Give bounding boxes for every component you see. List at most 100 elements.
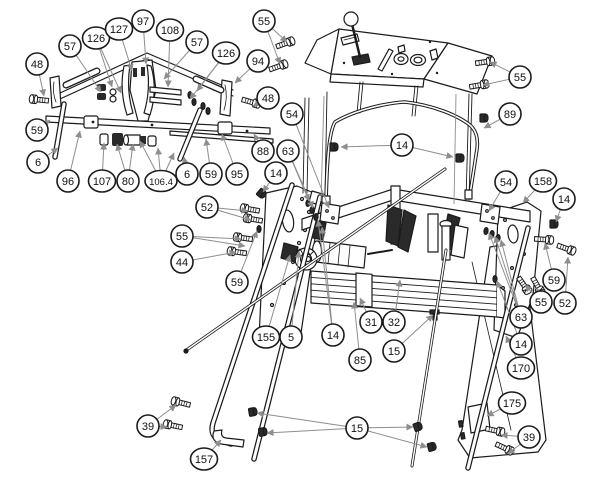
balloon-number: 97	[137, 16, 149, 28]
balloon-circle	[553, 291, 577, 315]
balloon-number: 52	[559, 298, 571, 310]
balloon-circle	[506, 356, 536, 380]
callout-balloon-59: 59	[25, 118, 49, 142]
balloon-circle	[87, 169, 117, 193]
callout-balloon-52: 52	[195, 195, 219, 219]
callout-balloon-14: 14	[509, 332, 533, 356]
leader-line-15	[256, 410, 358, 429]
callout-balloon-107: 107	[87, 169, 117, 193]
callout-balloon-55: 55	[170, 224, 194, 248]
callout-balloon-48: 48	[256, 86, 280, 110]
balloon-circle	[225, 270, 249, 294]
callout-balloon-44: 44	[170, 250, 194, 274]
leader-line-14	[315, 219, 334, 336]
callout-balloon-15: 15	[382, 339, 406, 363]
balloon-circle	[508, 65, 532, 89]
balloon-number: 5	[288, 332, 294, 344]
balloon-number: 44	[176, 257, 188, 269]
balloon-circle	[382, 310, 406, 334]
balloon-number: 107	[93, 176, 111, 188]
balloon-circle	[279, 325, 303, 349]
leader-line-54	[291, 113, 330, 209]
callout-balloon-55: 55	[252, 9, 276, 33]
callout-balloon-89: 89	[498, 102, 522, 126]
deck-assembly-drawing	[280, 185, 531, 271]
leader-line-63	[493, 235, 522, 318]
callout-balloon-5: 5	[279, 325, 303, 349]
callout-balloon-57: 57	[58, 34, 82, 58]
balloon-circle	[509, 332, 533, 356]
balloon-circle	[390, 133, 414, 157]
balloon-circle	[494, 170, 518, 194]
callout-balloon-59: 59	[542, 268, 566, 292]
callout-balloon-48: 48	[25, 52, 49, 76]
callout-balloon-97: 97	[131, 9, 155, 33]
balloon-circle	[170, 250, 194, 274]
callout-balloon-15: 15	[345, 416, 369, 440]
balloon-number: 32	[388, 317, 400, 329]
handle-tubes-drawing	[183, 167, 531, 471]
balloon-number: 126	[87, 33, 105, 45]
callout-balloon-6: 6	[26, 150, 50, 174]
balloon-number: 14	[558, 194, 570, 206]
balloon-number: 108	[161, 25, 179, 37]
balloon-circle	[509, 305, 533, 329]
callout-balloon-95: 95	[225, 162, 249, 186]
guide-line	[453, 93, 457, 205]
balloon-circle	[264, 161, 288, 185]
balloon-number: 14	[270, 168, 282, 180]
balloon-number: 59	[205, 169, 217, 181]
balloon-circle	[256, 86, 280, 110]
leader-line-155	[265, 254, 292, 338]
callout-balloon-126: 126	[81, 26, 111, 50]
callout-balloon-39: 39	[136, 414, 160, 438]
callout-balloon-170: 170	[506, 356, 536, 380]
callout-balloon-14: 14	[264, 161, 288, 185]
balloon-circle	[136, 414, 160, 438]
balloon-number: 126	[217, 48, 235, 60]
balloon-circle	[552, 187, 576, 211]
balloon-number: 158	[534, 176, 552, 188]
leader-line-63	[499, 239, 522, 318]
callout-balloon-96: 96	[56, 169, 80, 193]
balloon-number: 94	[252, 56, 264, 68]
balloon-circle	[498, 102, 522, 126]
balloon-number: 15	[388, 346, 400, 358]
callout-balloon-175: 175	[497, 391, 527, 415]
leader-line-63	[488, 232, 522, 318]
balloon-number: 6	[184, 169, 190, 181]
balloon-circle	[155, 18, 185, 42]
balloon-number: 155	[257, 332, 275, 344]
balloon-number: 14	[327, 330, 339, 342]
callout-balloon-108: 108	[155, 18, 185, 42]
callout-balloon-31: 31	[359, 310, 383, 334]
balloon-circle	[195, 195, 219, 219]
balloon-circle	[131, 9, 155, 33]
balloon-number: 31	[365, 317, 377, 329]
callout-balloon-52: 52	[553, 291, 577, 315]
balloon-number: 59	[548, 275, 560, 287]
balloon-number: 170	[512, 363, 530, 375]
balloon-number: 54	[286, 109, 298, 121]
balloon-circle	[81, 26, 111, 50]
balloon-number: 14	[515, 339, 527, 351]
balloon-number: 15	[351, 423, 363, 435]
callout-balloon-57: 57	[185, 30, 209, 54]
balloon-circle	[199, 162, 223, 186]
balloon-circle	[517, 425, 541, 449]
balloon-circle	[26, 150, 50, 174]
balloon-number: 55	[514, 72, 526, 84]
balloon-circle	[359, 310, 383, 334]
callout-balloon-6: 6	[175, 162, 199, 186]
balloon-number: 54	[500, 177, 512, 189]
balloon-number: 59	[231, 277, 243, 289]
callout-balloon-80: 80	[116, 169, 140, 193]
callout-balloon-155: 155	[251, 325, 281, 349]
callout-balloon-94: 94	[246, 49, 270, 73]
balloon-circle	[246, 49, 270, 73]
balloon-number: 52	[201, 202, 213, 214]
balloon-number: 55	[535, 297, 547, 309]
leader-line-14	[319, 226, 334, 336]
